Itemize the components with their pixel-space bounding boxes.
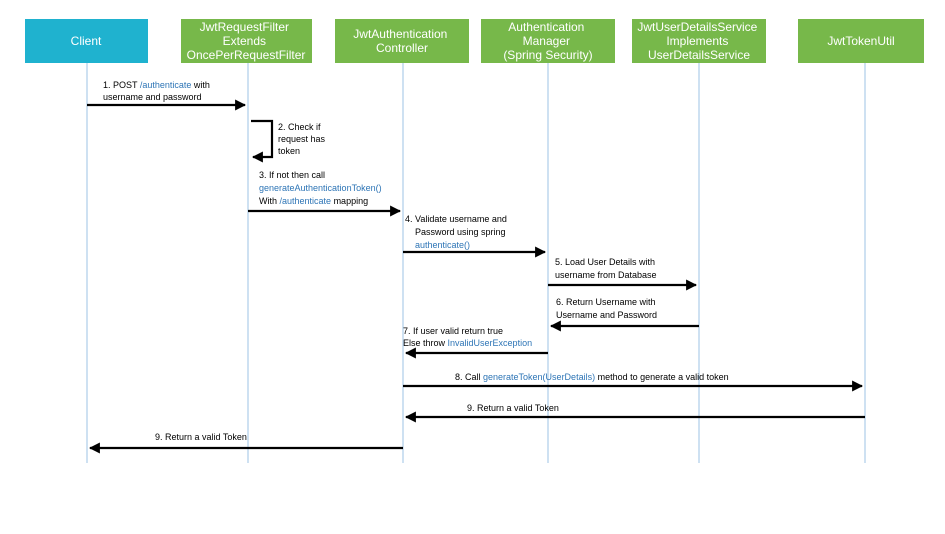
participant-controller-label: JwtAuthentication Controller: [353, 27, 450, 55]
participant-filter-label: JwtRequestFilter Extends OncePerRequestF…: [187, 20, 306, 62]
participants: Client JwtRequestFilter Extends OncePerR…: [25, 19, 924, 63]
highlighted-code: authenticate(): [415, 240, 470, 250]
lifelines: [86, 63, 866, 463]
highlighted-code: generateAuthenticationToken(): [259, 183, 382, 193]
participant-client-label: Client: [71, 34, 102, 48]
message-8-label: 8. Call generateToken(UserDetails) metho…: [455, 372, 729, 382]
message-text: 3. If not then call: [259, 170, 325, 180]
message-5-label: 5. Load User Details with username from D…: [555, 257, 657, 280]
highlighted-code: /authenticate: [140, 80, 192, 90]
message-arrows: [87, 99, 865, 454]
message-text: 1. POST: [103, 80, 140, 90]
highlighted-code: InvalidUserException: [448, 338, 533, 348]
participant-tokenutil: JwtTokenUtil: [798, 19, 924, 63]
participant-userdetails: JwtUserDetailsService Implements UserDet…: [632, 19, 766, 63]
participant-client: Client: [25, 19, 148, 63]
participant-tokenutil-label: JwtTokenUtil: [827, 34, 894, 48]
message-text: 2. Check if: [278, 122, 321, 132]
message-2-label: 2. Check if request has token: [278, 122, 326, 156]
message-text: With: [259, 196, 280, 206]
message-9b-label: 9. Return a valid Token: [155, 432, 247, 442]
message-9a-label: 9. Return a valid Token: [467, 403, 559, 413]
message-text: Username and Password: [556, 310, 657, 320]
participant-manager: Authentication Manager (Spring Security): [481, 19, 615, 63]
message-text: Password using spring: [415, 227, 506, 237]
highlighted-code: generateToken(UserDetails): [483, 372, 595, 382]
message-text: mapping: [331, 196, 368, 206]
message-text: username from Database: [555, 270, 657, 280]
message-text: 6. Return Username with: [556, 297, 656, 307]
arrow-2-self: [251, 119, 274, 163]
message-text: 9. Return a valid Token: [155, 432, 247, 442]
message-text: 9. Return a valid Token: [467, 403, 559, 413]
message-3-label: 3. If not then call generateAuthenticatio…: [259, 170, 382, 206]
participant-filter: JwtRequestFilter Extends OncePerRequestF…: [181, 19, 312, 63]
message-text: 7. If user valid return true: [403, 326, 503, 336]
message-labels: 1. POST /authenticate with username and p…: [103, 80, 729, 442]
message-text: request has: [278, 134, 326, 144]
participant-manager-label: Authentication Manager (Spring Security): [503, 20, 592, 62]
participant-controller: JwtAuthentication Controller: [335, 19, 469, 63]
message-text: Else throw: [403, 338, 448, 348]
message-1-label: 1. POST /authenticate with username and p…: [103, 80, 210, 102]
message-text: with: [191, 80, 210, 90]
message-text: 4. Validate username and: [405, 214, 507, 224]
message-text: 8. Call: [455, 372, 483, 382]
message-text: username and password: [103, 92, 202, 102]
message-text: 5. Load User Details with: [555, 257, 655, 267]
highlighted-code: /authenticate: [280, 196, 332, 206]
message-text: method to generate a valid token: [595, 372, 729, 382]
participant-userdetails-label: JwtUserDetailsService Implements UserDet…: [637, 20, 760, 62]
message-text: token: [278, 146, 300, 156]
